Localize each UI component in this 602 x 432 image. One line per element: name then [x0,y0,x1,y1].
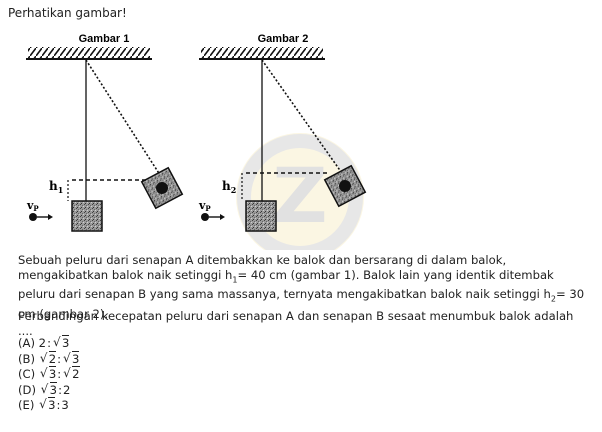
answer-option[interactable]: (C) √3:√2 [18,366,80,383]
svg-text:Z: Z [272,151,327,240]
ratio-right: √3 [52,335,70,350]
ratio-colon: : [47,336,51,350]
option-label: (C) [18,367,39,381]
ratio-left: √2 [39,350,57,366]
fig1-block-swing [140,166,184,210]
problem-paragraph: Sebuah peluru dari senapan A ditembakkan… [18,253,585,322]
option-label: (E) [18,398,39,412]
ratio-colon: : [58,382,62,397]
answer-option[interactable]: (A) 2:√3 [18,335,80,352]
ratio-right: √3 [62,350,80,366]
option-label: (D) [18,382,40,397]
option-label: (B) [18,351,39,366]
ratio-left: 2 [38,336,47,350]
pendulum-figure: Z Gambar 1 h1 vP Gambar 2 h2 vP [26,33,367,250]
ratio-right: 2 [62,382,71,397]
z-logo-watermark-icon: Z [236,133,364,250]
ratio-left: √3 [39,397,56,412]
intro-text: Perhatikan gambar! [8,6,127,20]
fig1-ceiling [28,47,150,58]
fig1-string-swing [85,59,163,179]
ratio-right: 3 [61,398,69,412]
fig2-ceiling [201,47,323,58]
fig1-velocity-label: vP [26,199,39,213]
fig1-bullet [29,213,37,221]
fig1-height-label: h1 [49,179,63,195]
fig1-arrow-head [48,214,53,220]
fig2-height-label: h2 [222,179,236,195]
fig2-arrow-head [220,214,225,220]
ratio-colon: : [56,398,61,412]
fig2-title: Gambar 2 [258,33,309,45]
ratio-left: √3 [40,381,58,397]
answer-options: (A) 2:√3(B) √2:√3(C) √3:√2(D) √3:2(E) √3… [18,335,80,414]
fig2-block-rest [245,200,277,232]
answer-option[interactable]: (B) √2:√3 [18,350,80,368]
fig2-block-swing [323,164,367,208]
ratio-colon: : [57,351,61,366]
answer-option[interactable]: (D) √3:2 [18,381,80,399]
option-label: (A) [18,336,39,350]
fig1-block-rest [71,200,103,232]
fig1-title: Gambar 1 [79,33,130,45]
answer-option[interactable]: (E) √3:3 [18,397,80,414]
question-text: Perbandingan kecepatan peluru dari senap… [18,309,574,338]
fig2-velocity-label: vP [198,199,211,213]
ratio-left: √3 [39,366,57,381]
ratio-colon: : [57,367,62,381]
ratio-right: √2 [63,366,80,381]
fig2-bullet [201,213,209,221]
